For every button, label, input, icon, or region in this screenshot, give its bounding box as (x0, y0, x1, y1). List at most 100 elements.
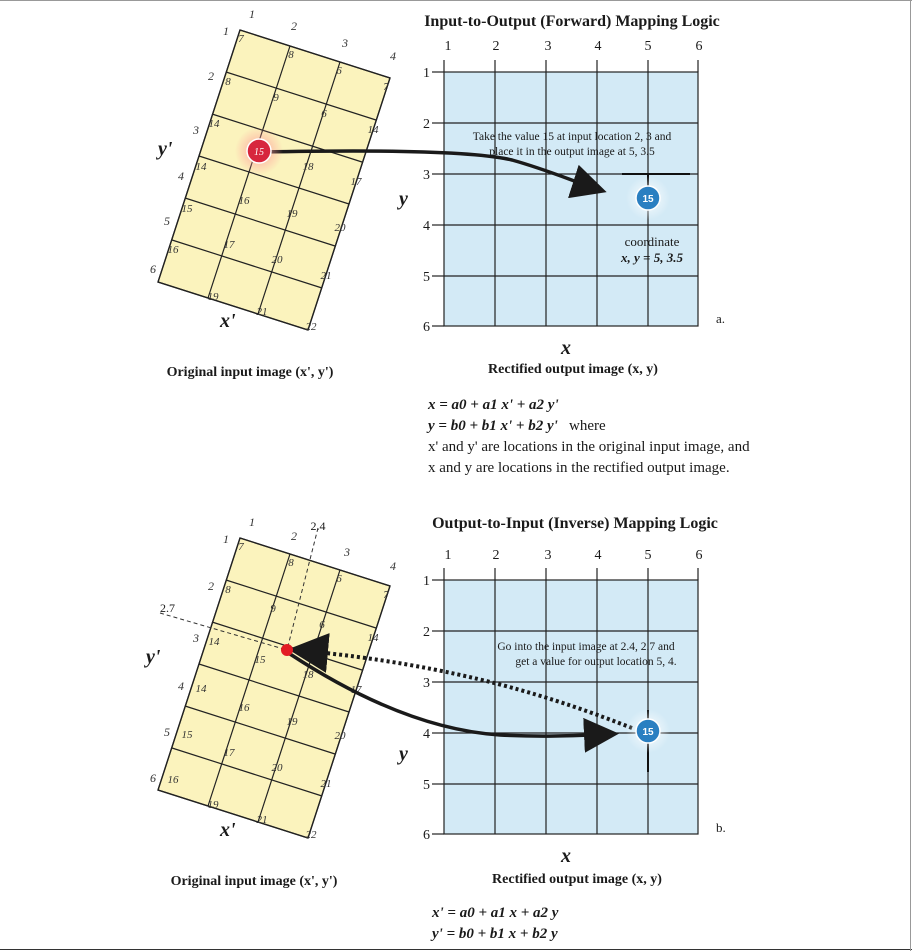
input-grid-a-col-labels: 1 2 3 4 (249, 7, 396, 63)
col-label: 1 (249, 515, 255, 529)
cell-value: 22 (306, 321, 318, 333)
guide-x-label: 2.4 (311, 519, 326, 533)
col-label: 1 (249, 7, 255, 21)
cell-value: 8 (288, 49, 294, 61)
annotation-b-line1: Go into the input image at 2.4, 2.7 and (497, 641, 675, 653)
cell-value: 14 (368, 632, 380, 644)
input-grid-a-row-labels: 1 2 3 4 5 6 (150, 24, 229, 276)
cell-value: 19 (287, 208, 299, 220)
input-marker-value: 15 (254, 147, 264, 158)
panel-b: Output-to-Input (Inverse) Mapping Logic … (144, 515, 726, 889)
input-axis-y-label: y' (156, 138, 173, 160)
col-tick: 5 (645, 39, 652, 54)
coord-label-line2: x, y = 5, 3.5 (620, 250, 683, 265)
cell-value: 8 (288, 557, 294, 569)
output-axis-x-label-b: x (560, 845, 571, 867)
col-tick: 2 (493, 548, 500, 563)
equation-a-2: y = b0 + b1 x' + b2 y' (428, 418, 558, 434)
cell-value: 14 (209, 118, 221, 130)
cell-value: 6 (336, 573, 342, 585)
input-axis-y-label-b: y' (144, 646, 161, 668)
row-label: 2 (208, 69, 214, 83)
annotation-a-line2: place it in the output image at 5, 3.5 (489, 146, 655, 158)
equation-a-note2: x and y are locations in the rectified o… (428, 460, 730, 476)
input-sample-point (281, 644, 293, 656)
row-label: 5 (164, 214, 170, 228)
input-caption-b: Original input image (x', y') (171, 874, 338, 889)
col-label: 2 (291, 19, 297, 33)
panel-a-title: Input-to-Output (Forward) Mapping Logic (424, 13, 720, 30)
row-tick: 6 (423, 828, 430, 843)
row-tick: 3 (423, 168, 430, 183)
input-image-a: 7 8 6 7 8 9 6 14 14 18 17 14 16 19 20 15… (150, 7, 396, 380)
input-image-b: 7 8 6 7 8 9 6 14 14 15 18 17 14 16 19 20… (144, 515, 396, 889)
output-image-b: 1 2 3 4 5 6 1 2 3 4 5 6 y x Rectified ou… (397, 548, 726, 887)
output-grid-b-row-ticks: 1 2 3 4 5 6 (423, 574, 430, 843)
col-tick: 4 (595, 39, 602, 54)
cell-value: 14 (209, 636, 221, 648)
input-grid-a-value-labels: 7 8 6 7 8 9 6 14 14 18 17 14 16 19 20 15… (168, 33, 390, 333)
guide-y-label: 2.7 (160, 601, 175, 615)
cell-value: 17 (351, 176, 363, 188)
output-grid-b-background (443, 579, 699, 835)
col-tick: 3 (545, 39, 552, 54)
output-axis-y-label-b: y (397, 743, 408, 765)
row-label: 3 (192, 631, 199, 645)
equation-b-1: x' = a0 + a1 x + a2 y (432, 905, 559, 921)
row-label: 1 (223, 24, 229, 38)
equation-a-where: where (569, 418, 606, 434)
row-label: 6 (150, 771, 156, 785)
input-caption-a: Original input image (x', y') (167, 365, 334, 380)
output-marker-value-b: 15 (642, 727, 654, 738)
output-axis-x-label: x (560, 337, 571, 359)
cell-value: 15 (182, 203, 194, 215)
row-label: 6 (150, 262, 156, 276)
col-tick: 1 (445, 548, 452, 563)
cell-value: 7 (238, 541, 244, 553)
cell-value: 8 (225, 76, 231, 88)
output-axis-y-label: y (397, 188, 408, 210)
annotation-a-line1: Take the value 15 at input location 2, 3… (473, 131, 672, 143)
cell-value: 7 (238, 33, 244, 45)
cell-value: 20 (335, 222, 347, 234)
cell-value: 7 (383, 81, 389, 93)
cell-value: 17 (351, 684, 363, 696)
row-tick: 4 (423, 727, 430, 742)
output-value-marker (635, 185, 661, 211)
cell-value: 6 (336, 65, 342, 77)
row-tick: 4 (423, 219, 430, 234)
cell-value: 22 (306, 829, 318, 841)
input-axis-x-label-b: x' (219, 819, 236, 841)
cell-value: 20 (272, 254, 284, 266)
input-grid-b-value-labels: 7 8 6 7 8 9 6 14 14 15 18 17 14 16 19 20… (168, 541, 390, 841)
cell-value: 16 (168, 774, 180, 786)
equation-a-note1: x' and y' are locations in the original … (428, 439, 750, 455)
cell-value: 9 (270, 603, 276, 615)
inverse-lookup-arrow (288, 633, 633, 730)
row-tick: 3 (423, 676, 430, 691)
row-tick: 2 (423, 625, 430, 640)
cell-value: 20 (272, 762, 284, 774)
panel-b-title: Output-to-Input (Inverse) Mapping Logic (432, 515, 718, 532)
input-grid-b-row-labels: 1 2 3 4 5 6 (150, 532, 229, 785)
annotation-b-line2: get a value for output location 5, 4. (515, 656, 676, 668)
row-tick: 1 (423, 574, 430, 589)
col-label: 4 (390, 559, 396, 573)
output-caption-b: Rectified output image (x, y) (492, 872, 662, 887)
equations-b: x' = a0 + a1 x + a2 y y' = b0 + b1 x + b… (432, 903, 558, 945)
output-grid-a-row-ticks: 1 2 3 4 5 6 (423, 66, 430, 335)
cell-value: 21 (257, 814, 268, 826)
cell-value: 19 (208, 291, 220, 303)
row-tick: 5 (423, 270, 430, 285)
col-tick: 6 (696, 39, 703, 54)
cell-value: 9 (273, 92, 279, 104)
value-return-arrow (289, 652, 619, 753)
cell-value: 17 (224, 239, 236, 251)
col-tick: 3 (545, 548, 552, 563)
equation-a-1: x = a0 + a1 x' + a2 y' (428, 397, 559, 413)
cell-value: 6 (321, 108, 327, 120)
cell-value: 16 (239, 702, 251, 714)
row-label: 4 (178, 679, 184, 693)
output-image-a: 1 2 3 4 5 6 1 2 3 4 5 6 y x Rectified ou… (397, 39, 725, 377)
